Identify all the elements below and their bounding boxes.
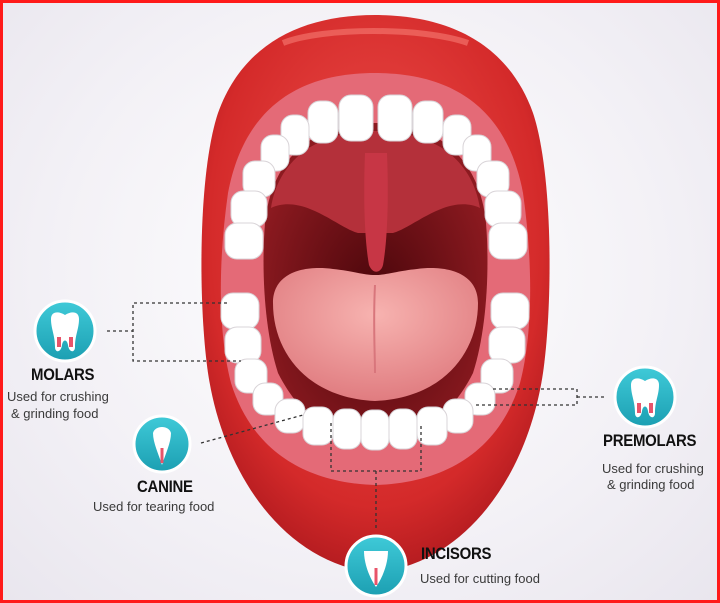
incisors-title: INCISORS (421, 544, 491, 564)
molars-desc-line1: Used for crushing (7, 388, 109, 405)
canine-tooth-icon (134, 416, 190, 472)
uvula (364, 153, 388, 272)
molars-title: MOLARS (31, 365, 94, 385)
incisor-tooth-icon (346, 536, 406, 596)
premolars-desc-line1: Used for crushing (602, 460, 704, 477)
canine-title: CANINE (137, 477, 193, 497)
premolars-desc-line2: & grinding food (607, 476, 694, 493)
premolar-tooth-icon (615, 367, 675, 427)
canine-desc: Used for tearing food (93, 498, 214, 515)
molar-tooth-icon (35, 301, 95, 361)
molars-desc-line2: & grinding food (11, 405, 98, 422)
premolars-title: PREMOLARS (603, 431, 696, 451)
incisors-desc: Used for cutting food (420, 570, 540, 587)
